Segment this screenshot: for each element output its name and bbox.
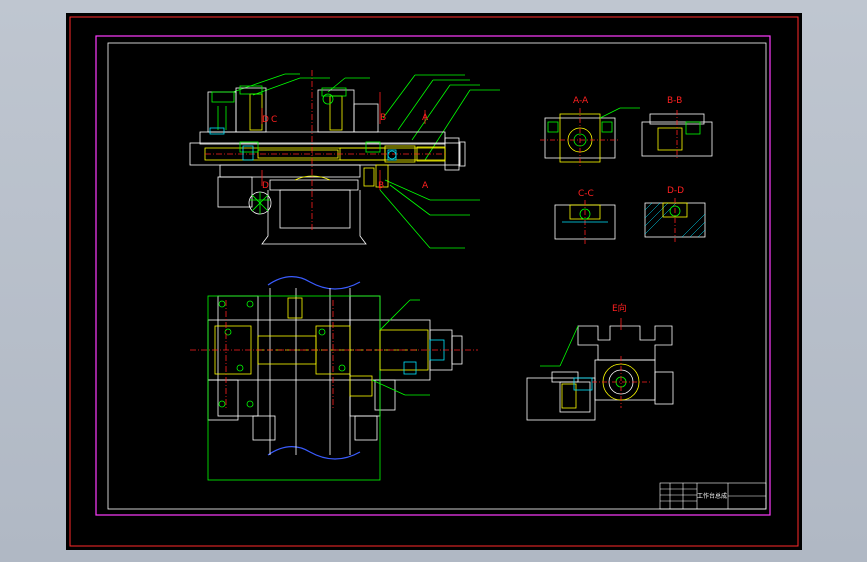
svg-text:D: D	[262, 181, 269, 191]
section-b-b: B-B	[641, 96, 713, 160]
section-a-a: A-A	[540, 96, 640, 168]
title-block-title: 工作台总成	[697, 492, 727, 500]
outer-frame	[69, 16, 799, 547]
section-label-e: E向	[612, 302, 627, 314]
svg-text:B: B	[378, 181, 384, 191]
view-e: E向	[526, 302, 674, 421]
section-label-a-a: A-A	[573, 96, 589, 106]
title-block	[659, 482, 767, 510]
svg-text:D: D	[262, 115, 269, 125]
section-label-b-b: B-B	[667, 96, 682, 106]
main-section-view	[189, 70, 500, 249]
section-c-c: C-C	[554, 189, 616, 244]
section-d-d: D-D	[644, 186, 706, 242]
drawing-sheet	[66, 13, 802, 550]
svg-text:C: C	[271, 115, 277, 125]
plan-view	[190, 276, 478, 481]
inner-frame	[95, 35, 771, 516]
drawing-border	[107, 42, 767, 510]
section-label-d-d: D-D	[667, 186, 684, 196]
section-label-c-c: C-C	[578, 189, 594, 199]
svg-text:A: A	[422, 181, 429, 191]
svg-text:B: B	[380, 113, 386, 123]
svg-text:A: A	[422, 113, 429, 123]
